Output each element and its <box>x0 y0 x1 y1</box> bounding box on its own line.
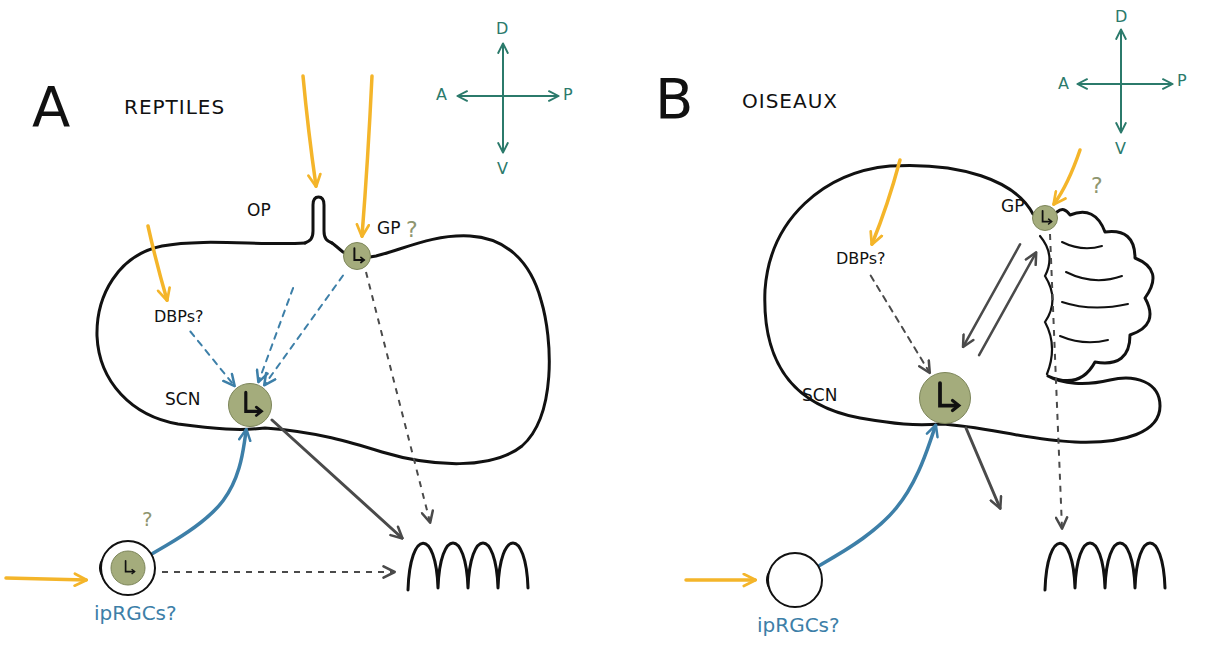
node-text: DBPs? <box>154 308 204 326</box>
connector-arrow <box>871 276 930 373</box>
panel-title: OISEAUX <box>742 90 838 112</box>
node-text: OP <box>247 201 271 221</box>
node-text: SCN <box>802 386 837 406</box>
axis-arrow <box>1078 83 1172 85</box>
text-node: DBPs? <box>832 248 890 270</box>
axis-label: V <box>497 160 508 178</box>
clock-circle: GP? <box>1032 205 1058 231</box>
connector-arrow <box>190 331 234 385</box>
axis-arrow <box>502 44 504 152</box>
panel-letter: A <box>32 76 70 138</box>
eye-shape <box>767 552 823 608</box>
connector-arrow <box>153 430 246 554</box>
connector-arrow <box>963 244 1020 346</box>
axis-label: P <box>1177 72 1187 90</box>
connector-arrow <box>265 275 343 384</box>
axis-arrow <box>458 95 558 97</box>
output-arrow <box>966 428 1000 508</box>
node-text: DBPs? <box>836 250 886 268</box>
eye: ?ipRGCs? <box>100 540 156 596</box>
cerebellum-fold <box>1040 236 1053 374</box>
eye: ipRGCs? <box>767 552 823 608</box>
axis-arrow <box>1120 30 1122 132</box>
eyeball <box>101 541 155 595</box>
light-arrow <box>148 226 167 300</box>
clock-hand <box>953 401 959 411</box>
text-node: DBPs? <box>150 306 208 328</box>
eyeball <box>768 553 822 607</box>
connector-arrow <box>820 425 936 565</box>
output-arrow <box>1050 234 1062 528</box>
clock-circle: GP? <box>343 242 371 270</box>
clock-hand <box>132 569 135 574</box>
axis-label: P <box>563 86 573 104</box>
output-arrow <box>162 571 394 573</box>
retina-clock <box>111 551 145 585</box>
node-text: GP <box>377 219 400 239</box>
node-text: ? <box>142 508 153 531</box>
node-text: ipRGCs? <box>94 602 177 625</box>
light-arrow <box>686 578 755 582</box>
light-arrow <box>362 76 372 236</box>
axis-label: A <box>436 86 447 104</box>
axis-label: A <box>1058 75 1069 93</box>
light-arrow <box>872 160 900 244</box>
clock-icon <box>344 243 370 269</box>
light-arrow <box>303 76 316 186</box>
clock-hand <box>1049 219 1052 224</box>
clock-circle: SCN <box>228 383 272 427</box>
brain-outline <box>97 236 549 464</box>
output-arrow <box>272 420 402 538</box>
axis-label: D <box>496 20 508 38</box>
light-arrow <box>6 578 86 580</box>
node-text: ? <box>406 217 418 242</box>
node-text: SCN <box>165 390 200 410</box>
clock-icon <box>1033 206 1057 230</box>
clock-circle: SCN <box>919 372 971 424</box>
rhythm-wave <box>408 543 528 590</box>
parietal-eye-stalk <box>305 195 332 243</box>
output-arrow <box>366 272 430 522</box>
rhythm-wave <box>1045 543 1165 590</box>
clock-hand <box>361 257 364 262</box>
clock-icon <box>920 373 970 423</box>
eye-shape <box>100 540 156 596</box>
clock-hand <box>256 407 261 415</box>
axis-label: V <box>1115 140 1126 158</box>
panel-title: REPTILES <box>124 96 225 118</box>
parietal-eye-outline <box>305 197 332 243</box>
node-text: GP <box>1001 197 1024 217</box>
brain-outline <box>765 165 1160 442</box>
parietal-eye: OP <box>305 195 332 243</box>
panel-letter: B <box>655 68 693 130</box>
cerebellum-fold <box>1060 242 1128 342</box>
clock-icon <box>229 384 271 426</box>
axis-label: D <box>1115 8 1127 26</box>
node-text: ipRGCs? <box>757 614 840 637</box>
node-text: ? <box>1091 173 1103 198</box>
light-arrow <box>1054 150 1080 204</box>
